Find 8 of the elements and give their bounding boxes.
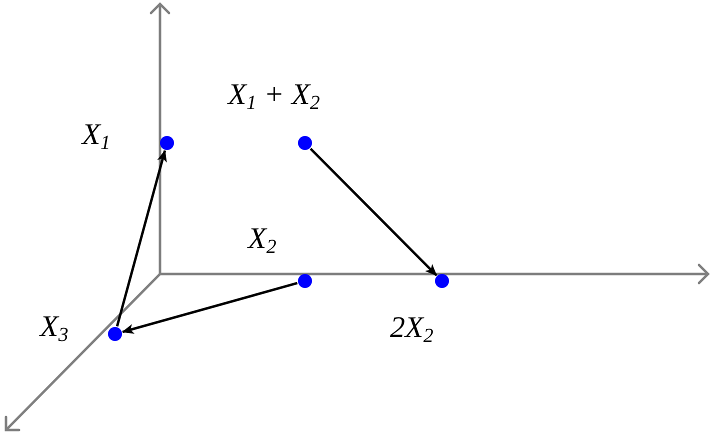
point-label: X$_{1}$ + X$_{2}$ xyxy=(228,78,320,112)
arrow xyxy=(116,150,167,327)
arrow xyxy=(122,282,298,334)
point-label: X$_{2}$ xyxy=(248,222,276,256)
point-label: X$_{1}$ xyxy=(82,118,110,152)
point-label: 2X$_{2}$ xyxy=(390,311,434,345)
point-label: X$_{3}$ xyxy=(40,310,68,344)
arrow xyxy=(310,148,438,276)
